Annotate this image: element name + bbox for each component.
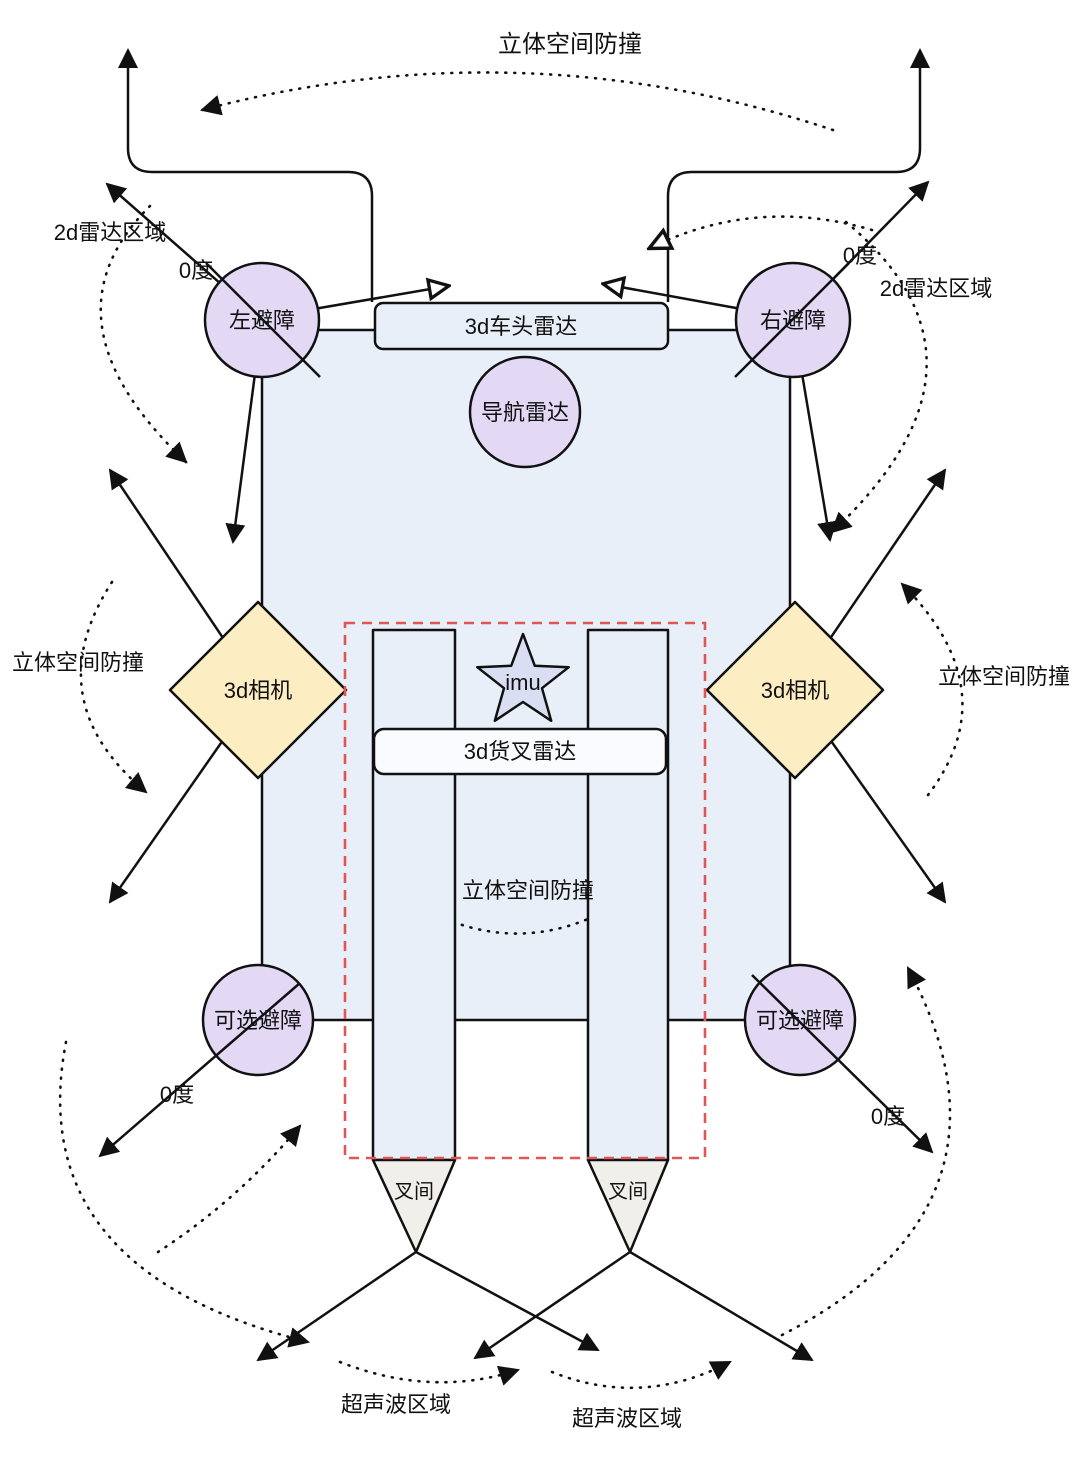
arc-top-collision — [199, 71, 835, 132]
arrow-right-tip-right — [629, 1250, 814, 1362]
label-right-ultrasonic: 超声波区域 — [572, 1406, 682, 1431]
label-nav-radar: 导航雷达 — [481, 400, 569, 425]
line-right-zero — [734, 262, 850, 378]
arrow-left-to-head-radar — [307, 286, 448, 312]
zero-degree-lines — [98, 262, 934, 1158]
imu-star — [476, 632, 570, 723]
arrow-right-tip-left — [473, 1250, 631, 1360]
label-left-fork-tip: 叉间 — [394, 1180, 434, 1203]
label-left-zero-bottom: 0度 — [160, 1082, 194, 1107]
fork-radar-box — [372, 727, 668, 776]
arrow-top-right-up — [666, 48, 930, 302]
dotted-arcs — [58, 71, 964, 1390]
left-camera-diamond — [168, 600, 348, 780]
arc-bottom-left-big — [58, 1040, 311, 1348]
arrow-right-to-head-radar — [604, 284, 748, 312]
left-fork — [371, 628, 457, 1162]
arc-right-collision — [900, 582, 964, 797]
nav-radar-circle — [468, 355, 582, 469]
arc-right-2d-radar — [830, 220, 928, 534]
left-fork-tip — [371, 1158, 457, 1254]
label-right-zero-top: 0度 — [843, 243, 877, 268]
head-radar-box — [373, 301, 670, 351]
arrow-left-tip-left — [256, 1250, 417, 1362]
label-left-camera: 3d相机 — [224, 678, 292, 703]
right-fork — [586, 628, 670, 1162]
label-center-collision: 立体空间防撞 — [462, 878, 594, 903]
label-top-collision: 立体空间防撞 — [498, 31, 642, 58]
label-imu: imu — [505, 670, 540, 695]
arrow-top-left-up — [118, 48, 374, 302]
right-fork-tip — [586, 1158, 670, 1254]
label-left-optional: 可选避障 — [214, 1008, 302, 1033]
label-left-avoid: 左避障 — [229, 308, 295, 333]
arc-ultrasonic-right — [550, 1360, 732, 1390]
label-fork-radar: 3d货叉雷达 — [464, 739, 576, 764]
label-left-2d-radar: 2d雷达区域 — [54, 220, 166, 245]
safety-zone-dashed — [343, 621, 707, 1160]
label-left-zero-top: 0度 — [179, 258, 213, 283]
line-bottom-left-zero — [98, 982, 301, 1158]
label-head-radar: 3d车头雷达 — [465, 314, 577, 339]
label-left-collision: 立体空间防撞 — [12, 650, 144, 675]
arc-ultrasonic-left — [338, 1360, 520, 1386]
arc-bottom-right-big — [780, 966, 952, 1337]
arrow-left-tip-right — [415, 1250, 600, 1352]
label-right-collision: 立体空间防撞 — [938, 664, 1070, 689]
line-bottom-right-zero — [751, 974, 934, 1154]
line-left-zero — [205, 262, 321, 378]
labels: 立体空间防撞 2d雷达区域 2d雷达区域 0度 0度 左避障 右避障 3d车头雷… — [12, 31, 1070, 1431]
label-right-fork-tip: 叉间 — [608, 1180, 648, 1203]
label-right-2d-radar: 2d雷达区域 — [880, 276, 992, 301]
arc-left-collision — [79, 580, 148, 794]
label-right-optional: 可选避障 — [756, 1008, 844, 1033]
label-right-avoid: 右避障 — [760, 308, 826, 333]
label-left-ultrasonic: 超声波区域 — [341, 1392, 451, 1417]
arc-bottom-left-small — [156, 1124, 302, 1254]
right-camera-diamond — [705, 600, 885, 780]
arc-right-inner — [650, 215, 874, 248]
label-right-camera: 3d相机 — [761, 678, 829, 703]
arc-left-2d-radar — [99, 204, 188, 464]
label-right-zero-bottom: 0度 — [871, 1104, 905, 1129]
fork-tip-arrows — [256, 1250, 814, 1362]
